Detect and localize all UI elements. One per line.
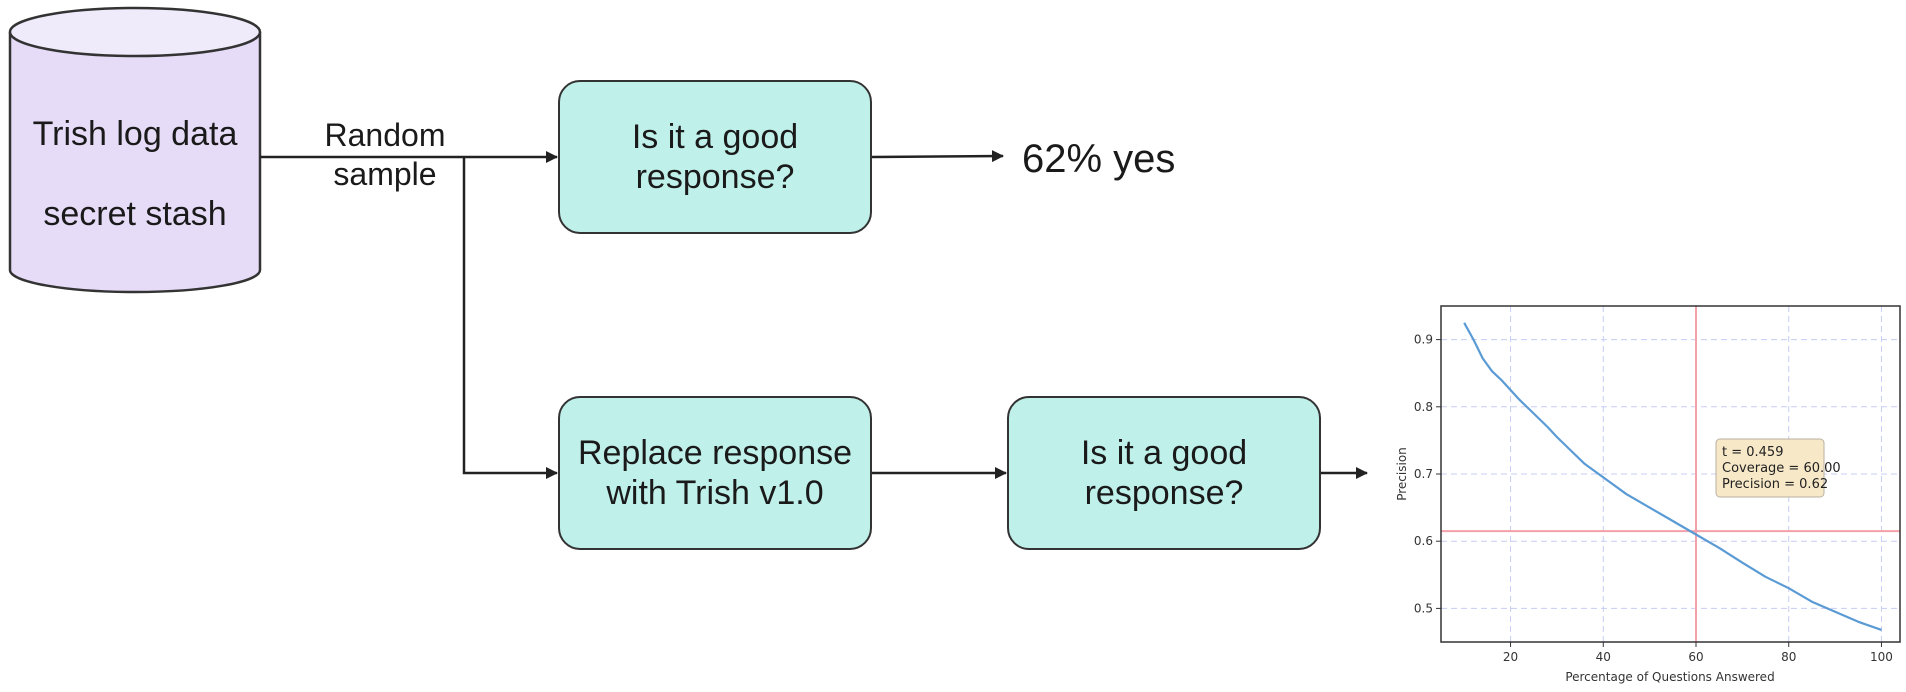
chart-y-tick-label: 0.6 xyxy=(1414,534,1433,548)
precision-curve xyxy=(1463,322,1882,631)
replace-response-box-line2: with Trish v1.0 xyxy=(606,474,824,512)
connectors xyxy=(260,150,1368,479)
arrow-branch-to-replace-box xyxy=(462,157,558,479)
chart-x-tick-label: 80 xyxy=(1781,650,1796,664)
replace-response-box: Replace response with Trish v1.0 xyxy=(558,396,872,550)
database-cylinder xyxy=(8,6,262,294)
arrow-top-box-to-result xyxy=(871,150,1004,163)
annotation-line1: t = 0.459 xyxy=(1722,445,1783,460)
chart-background xyxy=(1380,296,1906,692)
database-label-line2: secret stash xyxy=(43,195,227,233)
chart-x-tick-label: 100 xyxy=(1870,650,1893,664)
chart-y-tick-label: 0.7 xyxy=(1414,467,1433,481)
chart-y-tick-label: 0.8 xyxy=(1414,400,1433,414)
chart-y-axis-label: Precision xyxy=(1395,447,1409,501)
good-response-box-top-line2: response? xyxy=(635,158,795,196)
chart-x-tick-label: 40 xyxy=(1596,650,1611,664)
random-sample-line1: Random xyxy=(324,117,446,153)
chart-ticks: 20 40 60 80 100 0.5 0.6 0.7 0.8 0.9 xyxy=(1414,333,1893,664)
chart-curve-layer xyxy=(1463,322,1882,631)
result-text: 62% yes xyxy=(1022,137,1176,181)
annotation-line3: Precision = 0.62 xyxy=(1722,477,1828,492)
chart-x-axis-label: Percentage of Questions Answered xyxy=(1565,670,1774,684)
good-response-box-bottom-line2: response? xyxy=(1084,474,1244,512)
database-label-line1: Trish log data xyxy=(32,115,238,153)
chart-y-tick-label: 0.9 xyxy=(1414,333,1433,347)
annotation-line2: Coverage = 60.00 xyxy=(1722,461,1841,476)
good-response-box-top-line1: Is it a good xyxy=(631,118,799,156)
chart-threshold-lines xyxy=(1441,306,1900,642)
good-response-box-bottom: Is it a good response? xyxy=(1007,396,1321,550)
random-sample-line2: sample xyxy=(333,156,437,192)
random-sample-label: Random sample xyxy=(305,116,465,194)
good-response-box-bottom-line1: Is it a good xyxy=(1080,434,1248,472)
chart-y-tick-label: 0.5 xyxy=(1414,601,1433,615)
chart-x-tick-label: 20 xyxy=(1503,650,1518,664)
replace-response-box-line1: Replace response xyxy=(577,434,853,472)
precision-coverage-chart: 20 40 60 80 100 0.5 0.6 0.7 0.8 0.9 t = 0.459 Cov… xyxy=(1380,296,1906,692)
annotation-box xyxy=(1715,438,1825,498)
chart-x-tick-label: 60 xyxy=(1688,650,1703,664)
good-response-box-top: Is it a good response? xyxy=(558,80,872,234)
chart-annotation: t = 0.459 Coverage = 60.00 Precision = 0… xyxy=(1715,438,1841,498)
